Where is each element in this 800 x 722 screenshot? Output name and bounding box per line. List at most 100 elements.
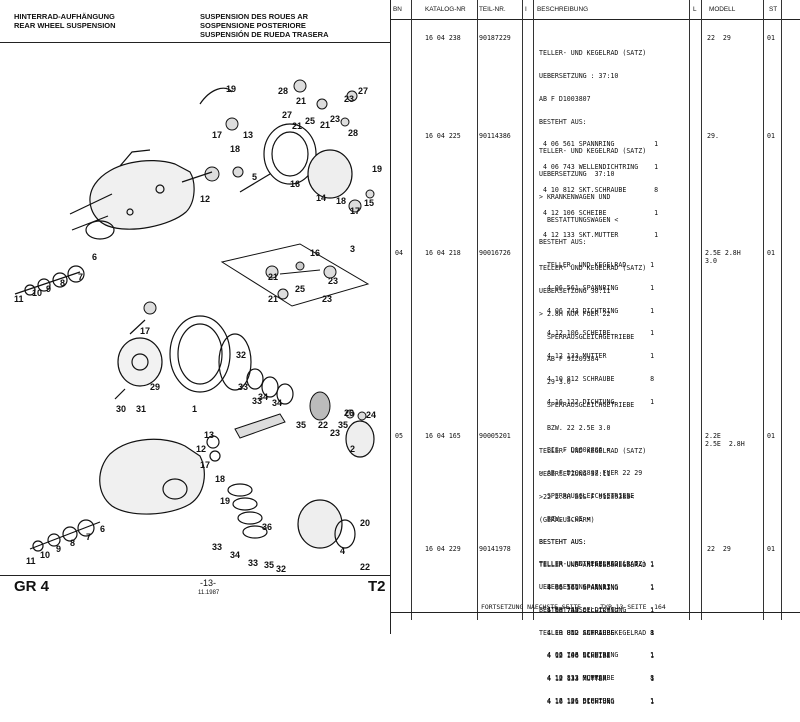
teil-nr: 90016726	[479, 249, 511, 257]
desc-line: BESTEHT AUS:	[539, 605, 587, 614]
desc-line: 4 06 561 SPANNRING 1	[539, 583, 655, 592]
katalog-nr: 16 04 238	[425, 34, 461, 42]
callout: 34	[230, 550, 240, 560]
callout: 23	[344, 94, 354, 104]
callout: 22	[360, 562, 370, 572]
callout: 21	[320, 120, 330, 130]
callout: 29	[150, 382, 160, 392]
stueck: 01	[767, 545, 775, 553]
callout: 11	[14, 294, 24, 304]
callout: 25	[305, 116, 315, 126]
callout: 5	[252, 172, 257, 182]
desc-line: SPERRAUSGLEICHGETRIEBE	[539, 400, 635, 409]
desc-line: UEBERSETZUNG 41:13	[539, 582, 611, 591]
callout: 20	[360, 518, 370, 528]
callout: 23	[322, 294, 332, 304]
callout: 26	[344, 408, 354, 418]
desc-line: TELLER- UND KEGELRAD 1	[539, 261, 655, 270]
page-number: -13-	[200, 578, 217, 588]
desc-line: BZW. 3.0E <	[539, 514, 591, 523]
callout: 19	[220, 496, 230, 506]
desc-line: BESTEHT AUS:	[539, 117, 587, 126]
stueck: 01	[767, 249, 775, 257]
description: TELLER- UND KEGELRAD (SATZ) UEBERSETZUNG…	[539, 35, 658, 255]
teil-nr: 90114386	[479, 132, 511, 140]
modell: 22 29	[707, 34, 731, 42]
callout: 25	[295, 284, 305, 294]
callout: 33	[248, 558, 258, 568]
desc-line: 4 06 743 DICHTRING 1	[539, 651, 655, 660]
callout: 22	[318, 420, 328, 430]
callout: 21	[292, 121, 302, 131]
desc-line: TELLER UND ANTRIEBSKEGELRAD 1	[539, 561, 655, 570]
desc-line: 4 12 133 MUTTER 1	[539, 352, 655, 361]
callout: 35	[264, 560, 274, 570]
desc-line: 4 10 812 SCHRAUBE 8	[539, 375, 655, 383]
callout: 23	[330, 428, 340, 438]
bottom-divider	[391, 612, 800, 613]
group-label: GR 4	[14, 578, 50, 595]
modell: 2.2E 2.5E 2.8H	[705, 432, 745, 448]
callout-labels: 19 28 21 23 27 27 25 21 21 28 23 17 13 1…	[14, 84, 382, 572]
col-header-teil: TEIL-NR.	[479, 6, 506, 13]
callout: 18	[215, 474, 225, 484]
callout: 16	[290, 179, 300, 189]
title-it: SOSPENSIONE POSTERIORE	[200, 21, 306, 30]
callout: 10	[40, 550, 50, 560]
desc-line: BESTEHT AUS:	[539, 538, 587, 547]
desc-line: BESTEHT AUS:	[539, 537, 587, 546]
column-divider	[701, 0, 702, 620]
column-divider	[763, 0, 764, 620]
desc-line: 4 16 122 DICHTUNG 1	[539, 397, 655, 406]
desc-line: > AB F D1003807 FUER 22 29	[539, 469, 643, 478]
desc-line: 4 12 133 SKT.MUTTER 1	[539, 231, 659, 240]
callout: 17	[200, 460, 210, 470]
callout: 36	[262, 522, 272, 532]
callout: 8	[60, 278, 65, 288]
desc-line: TELLER- UND KEGELRAD (SATZ)	[539, 560, 647, 569]
section-title-block-translations: SUSPENSION DES ROUES AR SOSPENSIONE POST…	[200, 12, 329, 39]
desc-line: 4 06 561 SPANNRING 1	[539, 583, 655, 592]
desc-line: BESTEHT AUS:	[539, 238, 587, 247]
desc-line: (GERAEUSCHARM)	[539, 515, 595, 524]
header-divider	[0, 42, 390, 43]
callout: 27	[282, 110, 292, 120]
title-es: SUSPENSIÓN DE RUEDA TRASERA	[200, 30, 329, 39]
callout: 33	[212, 542, 222, 552]
callout: 21	[296, 96, 306, 106]
callout: 14	[316, 193, 326, 203]
satellite-gear-box	[220, 243, 370, 307]
desc-line: 4 10 812 SCHRAUBE 8	[539, 629, 655, 638]
col-header-bn: BN	[393, 6, 402, 13]
catalog-page: HINTERRAD-AUFHÄNGUNG REAR WHEEL SUSPENSI…	[0, 0, 800, 705]
katalog-nr: 16 04 229	[425, 545, 461, 553]
desc-line: TELLER UND ANTRIEBSKEGELRAD 1	[539, 628, 655, 637]
callout: 30	[116, 404, 126, 414]
callout: 33	[238, 382, 248, 392]
callout: 35	[338, 420, 348, 430]
callout: 32	[236, 350, 246, 360]
modell: 2.5E 2.8H 3.0	[705, 249, 741, 265]
desc-line: 4 12 106 SCHEIBE 1	[539, 696, 655, 705]
desc-line: 4 06 743 DICHTRING 1	[539, 306, 655, 315]
callout: 21	[268, 294, 278, 304]
desc-line: BZW. 22 2.5E 3.0	[539, 423, 611, 432]
diagram-panel: HINTERRAD-AUFHÄNGUNG REAR WHEEL SUSPENSI…	[0, 0, 391, 634]
desc-line: UEBERSETZUNG 38:11	[539, 469, 611, 478]
print-date: 11.1987	[198, 590, 220, 596]
desc-line: 4 12 106 SCHEIBE 1	[539, 208, 659, 217]
desc-line: SPERRAUSGLEICHGETRIEBE	[539, 492, 635, 500]
stueck: 01	[767, 432, 775, 440]
parts-table: BN KATALOG-NR TEIL-NR. I BESCHREIBUNG L …	[391, 0, 800, 705]
desc-line: 4 06 561 SPANNRING 1	[539, 283, 655, 292]
callout: 11	[26, 556, 36, 566]
callout: 8	[70, 538, 75, 548]
col-header-i: I	[525, 6, 527, 13]
desc-line: SPERRAUSGLEICHGETRIEBE	[539, 332, 635, 341]
teil-nr: 90141978	[479, 545, 511, 553]
teil-nr: 90005201	[479, 432, 511, 440]
callout: 17	[140, 326, 150, 336]
desc-line: 4 06 743 OELDICHTUNG 1	[539, 605, 655, 614]
callout: 17	[212, 130, 222, 140]
section-code: T2	[368, 578, 386, 595]
